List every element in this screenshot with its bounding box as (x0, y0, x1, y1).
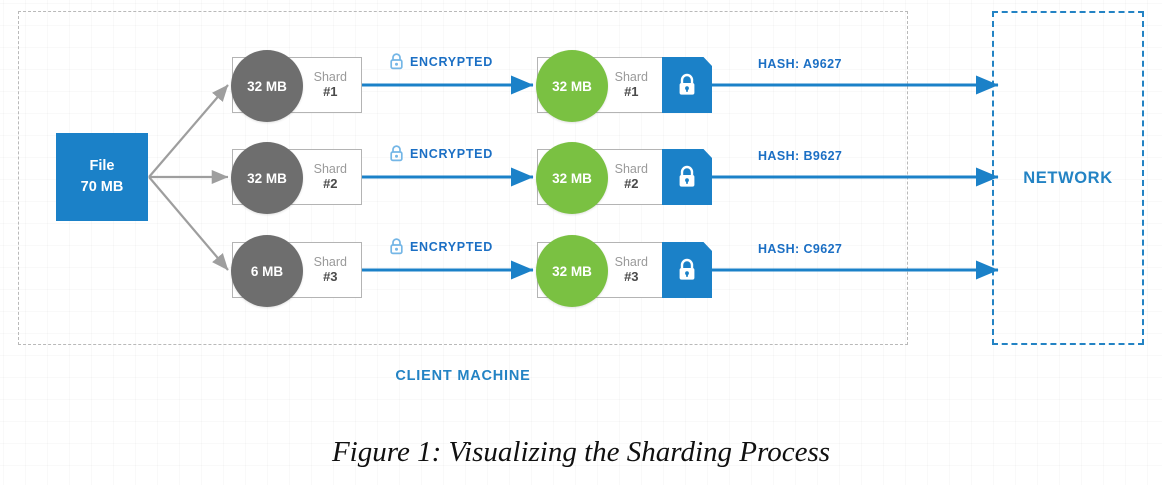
encrypted-tag: ENCRYPTED (389, 145, 493, 162)
plain-shard-card: Shard #3 6 MB (231, 235, 362, 307)
encrypted-shard-labels: Shard #3 (615, 255, 648, 284)
encrypted-shard-body: Shard #2 32 MB (536, 142, 662, 214)
hash-label: HASH: C9627 (758, 242, 843, 256)
lock-filled-icon (679, 73, 695, 95)
lock-outline-icon (390, 53, 403, 70)
encrypted-shard-size-bubble: 32 MB (536, 50, 608, 122)
encrypted-shard-title: Shard (614, 162, 648, 177)
client-machine-label: CLIENT MACHINE (395, 368, 531, 384)
encrypted-shard-index: #2 (624, 175, 639, 191)
encrypted-shard-labels: Shard #2 (615, 162, 648, 191)
plain-shard-body: Shard #3 6 MB (231, 235, 362, 307)
encrypted-shard-body: Shard #3 32 MB (536, 235, 662, 307)
hash-label: HASH: B9627 (758, 149, 843, 163)
plain-shard-labels: Shard #3 (314, 255, 347, 284)
encrypted-tag: ENCRYPTED (389, 53, 493, 70)
plain-shard-index: #2 (323, 175, 338, 191)
figure-caption: Figure 1: Visualizing the Sharding Proce… (331, 436, 831, 468)
lock-panel (662, 242, 712, 298)
encrypted-shard-title: Shard (614, 255, 648, 270)
plain-shard-size-bubble: 6 MB (231, 235, 303, 307)
plain-shard-title: Shard (313, 162, 347, 177)
encrypted-shard-title: Shard (614, 70, 648, 85)
encrypted-shard-card: Shard #1 32 MB (536, 50, 712, 122)
encrypted-tag-label: ENCRYPTED (410, 146, 493, 161)
encrypted-shard-size-bubble: 32 MB (536, 142, 608, 214)
encrypted-shard-card: Shard #3 32 MB (536, 235, 712, 307)
encrypted-shard-index: #3 (624, 268, 639, 284)
lock-filled-icon (679, 165, 695, 187)
lock-outline-icon (390, 238, 403, 255)
encrypted-shard-labels: Shard #1 (615, 70, 648, 99)
plain-shard-body: Shard #1 32 MB (231, 50, 362, 122)
network-label: NETWORK (1023, 168, 1113, 187)
encrypted-shard-body: Shard #1 32 MB (536, 50, 662, 122)
source-file-name: File (89, 157, 115, 174)
source-file-block: File 70 MB (56, 133, 148, 221)
encrypted-tag: ENCRYPTED (389, 238, 493, 255)
plain-shard-size-bubble: 32 MB (231, 142, 303, 214)
lock-outline-icon (390, 145, 403, 162)
plain-shard-title: Shard (313, 255, 347, 270)
lock-panel (662, 57, 712, 113)
plain-shard-labels: Shard #2 (314, 162, 347, 191)
lock-filled-icon (679, 258, 695, 280)
hash-label: HASH: A9627 (758, 57, 842, 71)
plain-shard-index: #1 (323, 83, 338, 99)
encrypted-shard-size-bubble: 32 MB (536, 235, 608, 307)
encrypted-shard-index: #1 (624, 83, 639, 99)
encrypted-shard-card: Shard #2 32 MB (536, 142, 712, 214)
encrypted-tag-label: ENCRYPTED (410, 54, 493, 69)
plain-shard-card: Shard #2 32 MB (231, 142, 362, 214)
plain-shard-card: Shard #1 32 MB (231, 50, 362, 122)
plain-shard-index: #3 (323, 268, 338, 284)
plain-shard-labels: Shard #1 (314, 70, 347, 99)
plain-shard-size-bubble: 32 MB (231, 50, 303, 122)
encrypted-tag-label: ENCRYPTED (410, 239, 493, 254)
lock-panel (662, 149, 712, 205)
plain-shard-title: Shard (313, 70, 347, 85)
source-file-size: 70 MB (80, 179, 124, 195)
plain-shard-body: Shard #2 32 MB (231, 142, 362, 214)
